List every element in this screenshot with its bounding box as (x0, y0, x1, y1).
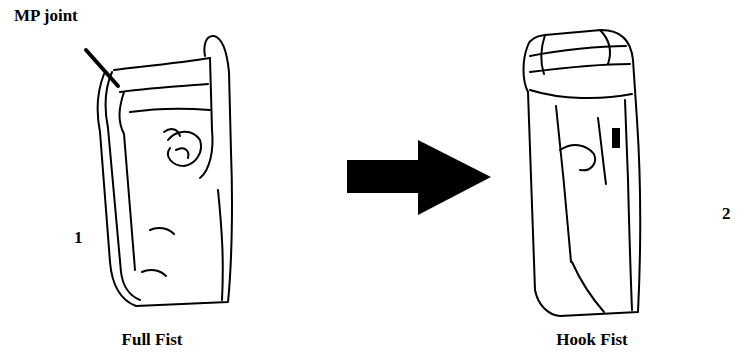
transition-arrow (347, 140, 491, 215)
full-fist-hand (98, 36, 232, 306)
figure-caption: Full Fist (122, 330, 183, 350)
hook-fist-hand (524, 30, 641, 316)
shade-mark (612, 128, 620, 148)
figure-caption: Hook Fist (556, 330, 627, 350)
callout-number: 1 (74, 228, 83, 248)
part-label: MP joint (14, 6, 78, 26)
callout-number: 2 (722, 204, 731, 224)
